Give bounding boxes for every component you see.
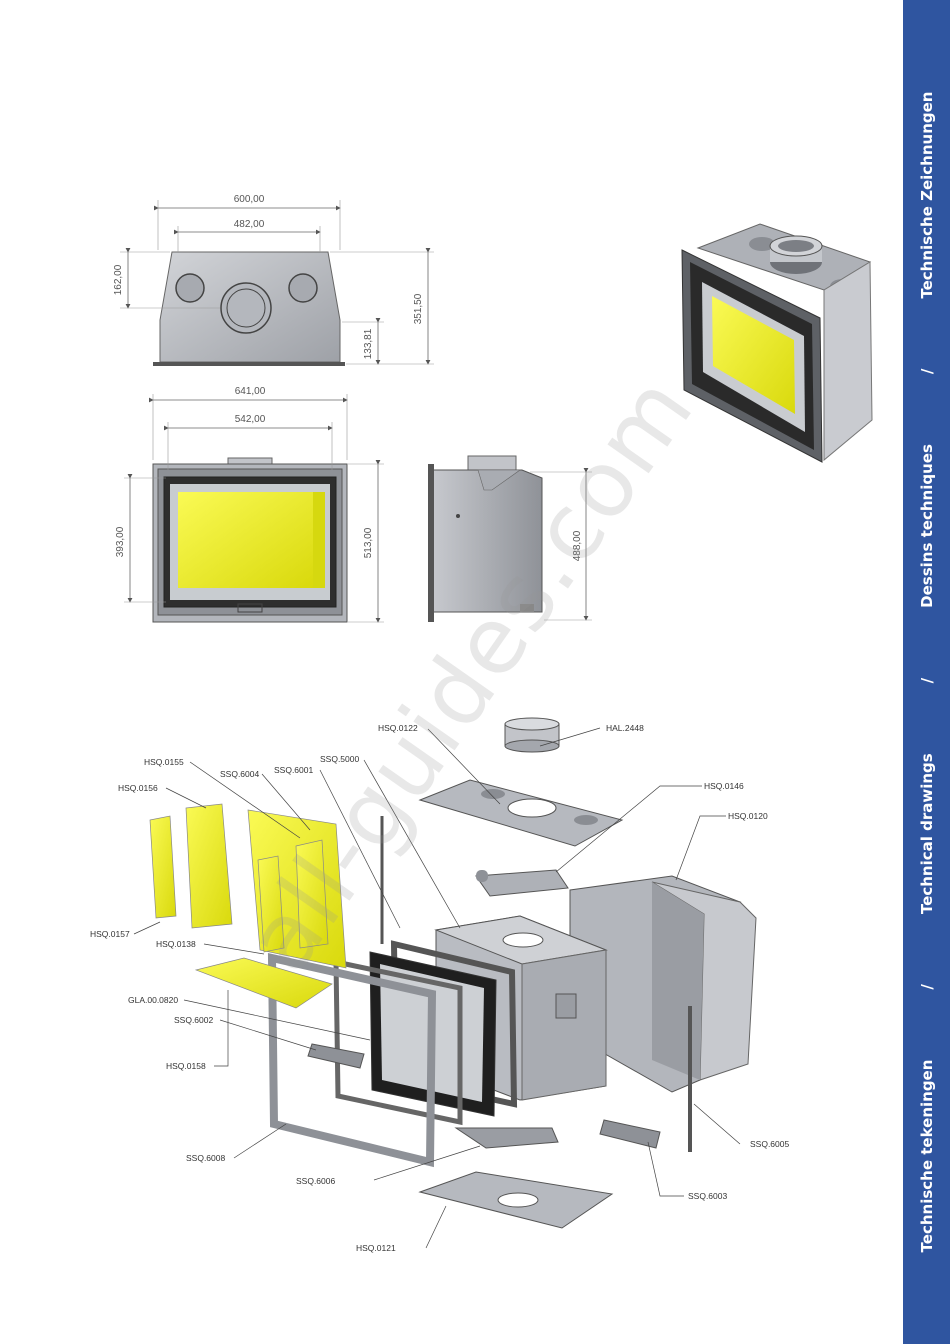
sidebar-label-german: Technische Zeichnungen: [917, 91, 936, 299]
sidebar-separator: /: [917, 368, 936, 375]
label-hsq-0120: HSQ.0120: [728, 811, 768, 821]
isometric-view: [681, 223, 873, 463]
label-hsq-0121: HSQ.0121: [356, 1243, 396, 1253]
label-hsq-0155: HSQ.0155: [144, 757, 184, 767]
dim-top-rear-offset: 133,81: [363, 328, 374, 359]
label-hsq-0157: HSQ.0157: [90, 929, 130, 939]
label-hsq-0158: HSQ.0158: [166, 1061, 206, 1071]
label-ssq-5000: SSQ.5000: [320, 754, 359, 764]
label-ssq-6004: SSQ.6004: [220, 769, 259, 779]
label-hal-2448: HAL.2448: [606, 723, 644, 733]
sidebar-label-french: Dessins techniques: [917, 444, 936, 608]
sidebar-title: Technische tekeningen / Technical drawin…: [903, 0, 950, 1344]
sidebar-label-english: Technical drawings: [917, 753, 936, 915]
sidebar-label-dutch: Technische tekeningen: [917, 1059, 936, 1253]
label-ssq-6001: SSQ.6001: [274, 765, 313, 775]
label-gla-00-0820: GLA.00.0820: [128, 995, 178, 1005]
label-ssq-6003: SSQ.6003: [688, 1191, 727, 1201]
sidebar: Technische tekeningen / Technical drawin…: [903, 0, 950, 1344]
top-view: 600,00 482,00 162,00 351,50 133,81: [113, 194, 434, 366]
front-view: 641,00 542,00 393,00 513,00: [115, 386, 384, 623]
sidebar-separator: /: [917, 677, 936, 684]
dim-front-glass-height: 393,00: [115, 526, 126, 557]
technical-drawing: 600,00 482,00 162,00 351,50 133,81 641,0…: [90, 194, 873, 1253]
label-ssq-6005: SSQ.6005: [750, 1139, 789, 1149]
dim-top-depth: 351,50: [413, 293, 424, 324]
label-ssq-6006: SSQ.6006: [296, 1176, 335, 1186]
label-hsq-0156: HSQ.0156: [118, 783, 158, 793]
dim-top-overall-width: 600,00: [234, 194, 265, 205]
leader-lines: [133, 727, 741, 1249]
dim-front-inner-width: 542,00: [235, 414, 266, 425]
dim-side-height: 488,00: [572, 530, 583, 561]
dim-front-overall-height: 513,00: [363, 527, 374, 558]
dim-front-overall-width: 641,00: [235, 386, 266, 397]
label-hsq-0146: HSQ.0146: [704, 781, 744, 791]
label-hsq-0138: HSQ.0138: [156, 939, 196, 949]
exploded-view: [149, 717, 757, 1229]
label-ssq-6002: SSQ.6002: [174, 1015, 213, 1025]
label-ssq-6008: SSQ.6008: [186, 1153, 225, 1163]
side-view: 488,00: [428, 455, 592, 622]
label-hsq-0122: HSQ.0122: [378, 723, 418, 733]
sidebar-separator: /: [917, 984, 936, 990]
dim-top-inner-width: 482,00: [234, 219, 265, 230]
dim-top-side-height: 162,00: [113, 264, 124, 295]
